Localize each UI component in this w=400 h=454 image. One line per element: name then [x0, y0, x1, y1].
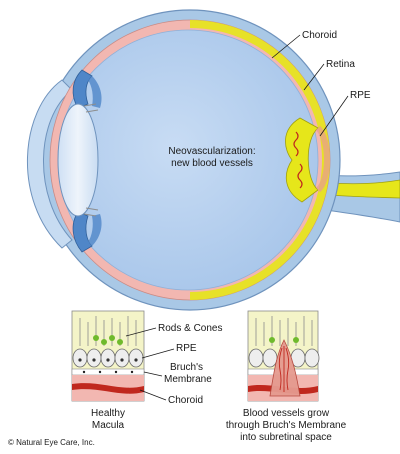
wet-amd-inset — [247, 310, 320, 402]
wet-cone-dots — [269, 337, 299, 343]
choroid-inset-leader — [139, 389, 167, 401]
choroid-leader — [271, 34, 301, 59]
inset-label-rpe: RPE — [176, 343, 197, 354]
caption-wet-1: Blood vessels grow — [243, 408, 330, 419]
retina-leader — [303, 63, 325, 91]
wet-tuft-vessels — [278, 346, 290, 392]
caption-wet-3: into subretinal space — [240, 432, 332, 443]
caption-healthy-1: Healthy — [91, 408, 125, 419]
inset-label-bruchs-2: Membrane — [164, 374, 212, 385]
lens — [57, 103, 99, 217]
eye-label-rpe: RPE — [350, 90, 371, 101]
copyright-text: © Natural Eye Care, Inc. — [8, 438, 95, 447]
rpe-inset-leader — [141, 348, 175, 359]
inset-label-rods-cones: Rods & Cones — [158, 323, 222, 334]
inset-label-choroid: Choroid — [168, 395, 203, 406]
healthy-bruchs-dots — [82, 370, 134, 374]
rods-cones-leader — [125, 327, 157, 337]
eye-label-choroid: Choroid — [302, 30, 337, 41]
healthy-rpe-cells — [72, 348, 144, 368]
bruchs-leader — [143, 371, 163, 377]
neovascular-vessels — [293, 131, 303, 189]
healthy-macula-inset — [71, 310, 145, 402]
cornea — [26, 79, 73, 249]
healthy-cone-dots — [93, 335, 123, 345]
inset-label-bruchs-1: Bruch's — [170, 362, 203, 373]
ciliary-body-upper — [88, 76, 102, 108]
wet-rpe-cells — [248, 348, 320, 368]
zonule-fibers — [83, 103, 99, 217]
rpe-leader — [319, 95, 349, 137]
neovascularization-title: Neovascularization: — [168, 146, 255, 157]
wet-neovascular-tuft — [269, 339, 301, 397]
healthy-rpe-nuclei — [78, 358, 138, 362]
retina-pink-edge — [315, 125, 330, 193]
caption-wet-2: through Bruch's Membrane — [226, 420, 347, 431]
caption-healthy-2: Macula — [92, 420, 125, 431]
healthy-choroid-vessel — [72, 383, 144, 394]
neovascularization-subtitle: new blood vessels — [171, 158, 253, 169]
ciliary-body-lower — [88, 214, 102, 246]
macula-bulge — [285, 117, 319, 203]
eye-label-retina: Retina — [326, 59, 355, 70]
